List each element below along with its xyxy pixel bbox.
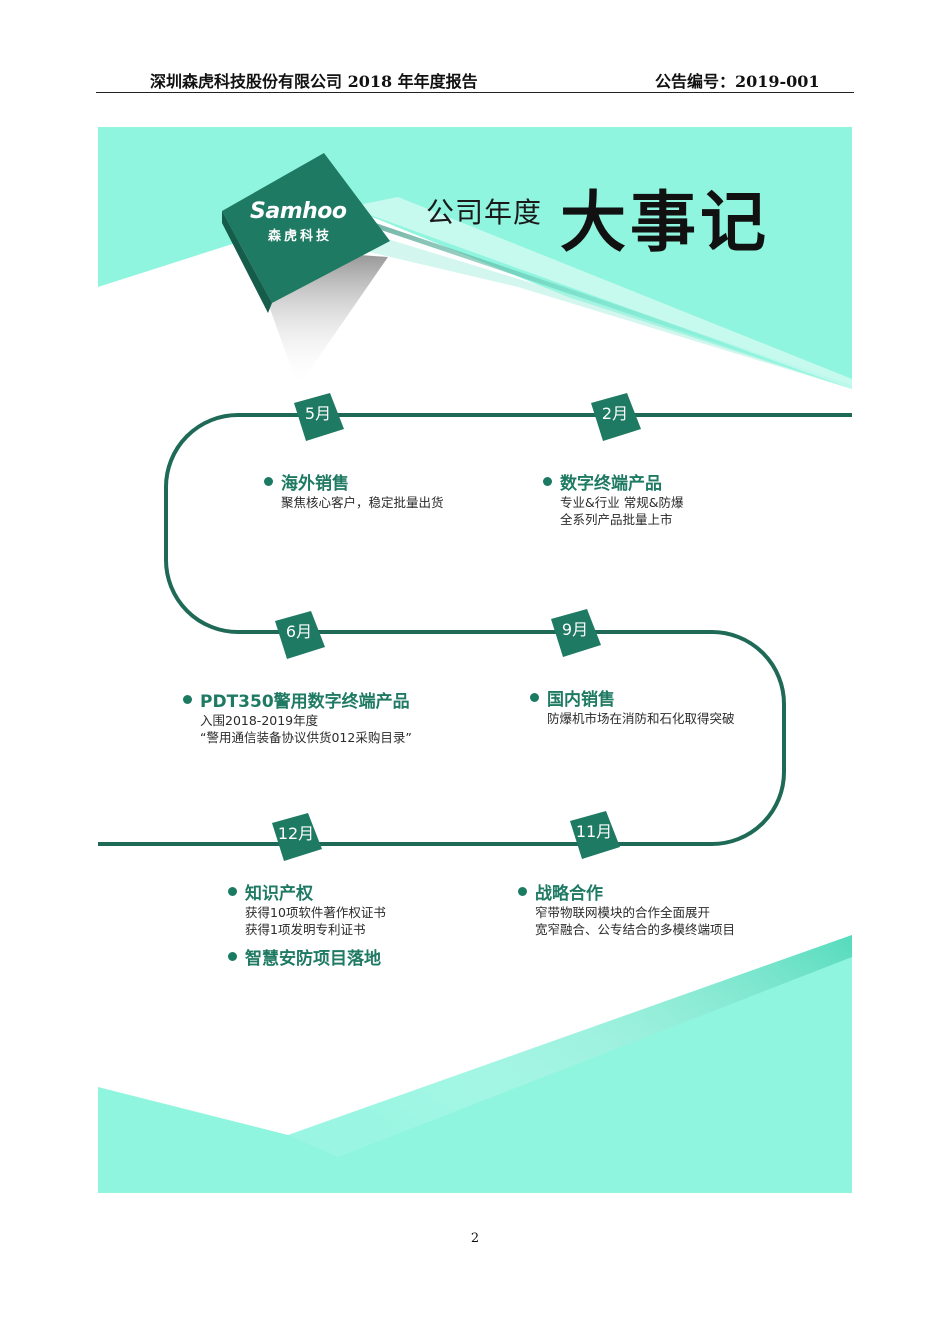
event-smart-security: 智慧安防项目落地: [228, 944, 381, 969]
month-badge-6: 6月: [271, 607, 327, 663]
company-logo: [222, 153, 390, 321]
event-title: 战略合作: [535, 884, 603, 904]
event-intellectual-property: 知识产权 获得10项软件著作权证书 获得1项发明专利证书: [228, 879, 386, 938]
event-description: 专业&行业 常规&防爆: [560, 495, 684, 510]
logo-wordmark: Samhoo: [250, 199, 347, 224]
event-description: “警用通信装备协议供货012采购目录”: [200, 730, 412, 745]
event-description: 防爆机市场在消防和石化取得突破: [547, 711, 735, 726]
poster-subtitle: 公司年度: [426, 196, 543, 229]
event-description: 宽窄融合、公专结合的多模终端项目: [535, 922, 736, 937]
badge-label: 12月: [277, 824, 315, 843]
badge-diamond-icon: [272, 813, 322, 861]
event-title: 知识产权: [245, 884, 313, 904]
badge-diamond-icon: [275, 611, 325, 659]
bullet-dot-icon: [183, 695, 192, 704]
event-description: 入围2018-2019年度: [200, 713, 319, 728]
month-badge-5: 5月: [290, 389, 346, 445]
badge-diamond-icon: [570, 811, 620, 859]
event-title: 国内销售: [547, 690, 615, 710]
bullet-dot-icon: [543, 477, 552, 486]
header-divider: [96, 92, 854, 93]
bullet-dot-icon: [530, 693, 539, 702]
month-badge-2: 2月: [587, 389, 643, 445]
event-strategic-cooperation: 战略合作 窄带物联网模块的合作全面展开 宽窄融合、公专结合的多模终端项目: [518, 879, 735, 938]
milestones-poster: Samhoo 森虎科技 公司年度 大事记 5月 2月 6月 9月 12月 11月…: [98, 127, 852, 1193]
event-digital-terminal: 数字终端产品 专业&行业 常规&防爆 全系列产品批量上市: [543, 469, 683, 528]
event-title: 数字终端产品: [560, 474, 662, 494]
event-description: 获得1项发明专利证书: [245, 922, 366, 937]
page-number: 2: [470, 1231, 480, 1246]
announcement-number: 公告编号：2019-001: [655, 72, 820, 91]
event-pdt350: PDT350警用数字终端产品 入围2018-2019年度 “警用通信装备协议供货…: [183, 687, 412, 746]
event-overseas-sales: 海外销售 聚焦核心客户，稳定批量出货: [264, 469, 444, 511]
event-title: 智慧安防项目落地: [245, 949, 381, 969]
event-domestic-sales: 国内销售 防爆机市场在消防和石化取得突破: [530, 685, 735, 727]
badge-diamond-icon: [551, 609, 601, 657]
logo-diamond-shape: [222, 153, 390, 313]
bullet-dot-icon: [228, 952, 237, 961]
bullet-dot-icon: [228, 887, 237, 896]
event-description: 获得10项软件著作权证书: [245, 905, 386, 920]
bullet-dot-icon: [264, 477, 273, 486]
event-description: 窄带物联网模块的合作全面展开: [535, 905, 711, 920]
month-badge-12: 12月: [268, 809, 324, 865]
badge-label: 11月: [575, 822, 613, 841]
badge-label: 5月: [304, 404, 332, 423]
month-badge-11: 11月: [566, 807, 622, 863]
badge-label: 6月: [285, 622, 313, 641]
header-title: 深圳森虎科技股份有限公司 2018 年年度报告: [150, 72, 478, 91]
event-title: PDT350警用数字终端产品: [200, 692, 410, 712]
poster-title: 大事记: [560, 184, 770, 261]
logo-chinese-name: 森虎科技: [268, 229, 333, 244]
month-badge-9: 9月: [547, 605, 603, 661]
bullet-dot-icon: [518, 887, 527, 896]
badge-diamond-icon: [294, 393, 344, 441]
event-description: 全系列产品批量上市: [560, 512, 673, 527]
badge-diamond-icon: [591, 393, 641, 441]
badge-label: 9月: [561, 620, 589, 639]
badge-label: 2月: [601, 404, 629, 423]
event-title: 海外销售: [281, 474, 349, 494]
poster-background: [98, 127, 852, 1193]
event-description: 聚焦核心客户，稳定批量出货: [281, 495, 444, 510]
